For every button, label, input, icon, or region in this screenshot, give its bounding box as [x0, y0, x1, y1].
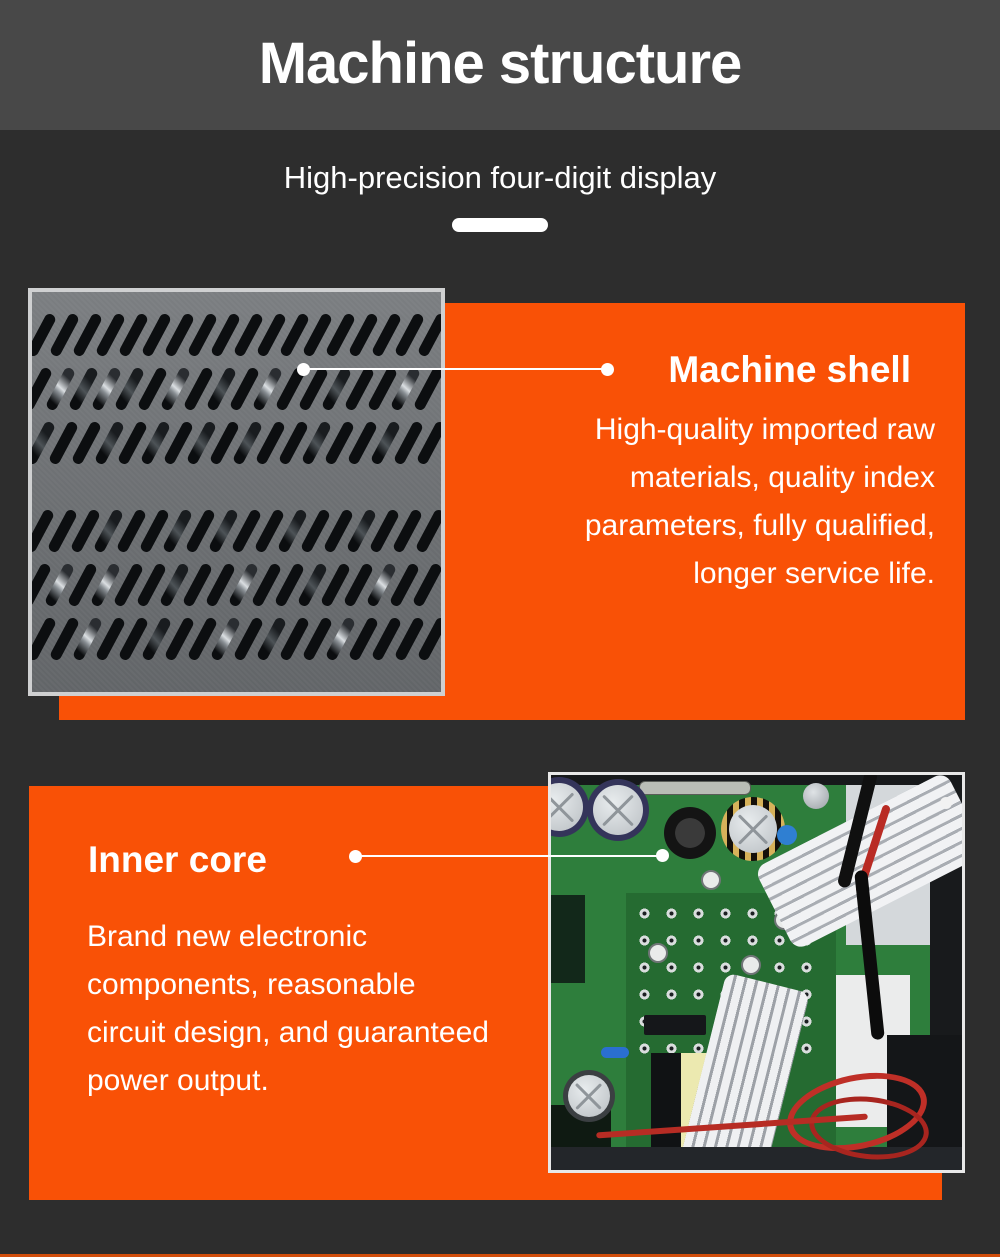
solder-pad: [693, 989, 704, 1000]
capacitor: [721, 797, 785, 861]
solder-pad: [693, 1043, 704, 1054]
solder-pad: [801, 1016, 812, 1027]
vent-row: [32, 508, 441, 554]
subtitle-underline-pill: [452, 218, 548, 232]
solder-pad: [720, 908, 731, 919]
case-top-edge: [551, 775, 962, 785]
inner-core-callout-dot-right: [656, 849, 669, 862]
solder-pad: [639, 962, 650, 973]
machine-shell-callout-dot-left: [297, 363, 310, 376]
capacitor: [563, 1070, 615, 1122]
capacitor: [551, 777, 589, 837]
solder-pad: [639, 989, 650, 1000]
transistor: [701, 870, 721, 890]
solder-pad: [666, 989, 677, 1000]
solder-pad: [801, 962, 812, 973]
capacitor: [587, 779, 649, 841]
solder-pad: [801, 1043, 812, 1054]
transistor: [741, 955, 761, 975]
description-line: components, reasonable: [87, 968, 416, 1001]
screw: [803, 783, 829, 809]
machine-shell-callout-dot-right: [601, 363, 614, 376]
capacitor-blue: [601, 1047, 629, 1058]
description-line: circuit design, and guaranteed: [87, 1016, 489, 1049]
bottom-accent-line: [0, 1254, 1000, 1257]
solder-pad: [720, 935, 731, 946]
description-line: materials, quality index: [629, 461, 935, 494]
solder-pad: [639, 908, 650, 919]
inner-core-callout-line: [355, 855, 663, 857]
solder-pad: [666, 1043, 677, 1054]
description-line: longer service life.: [693, 557, 935, 590]
page-header: Machine structure: [0, 0, 1000, 130]
machine-shell-callout-line: [303, 368, 612, 370]
vent-row: [32, 562, 441, 608]
solder-pad: [747, 935, 758, 946]
solder-pad: [639, 1043, 650, 1054]
solder-pad: [693, 908, 704, 919]
description-line: power output.: [87, 1064, 269, 1097]
description-line: High-quality imported raw: [594, 413, 935, 446]
case-bottom-edge: [551, 1147, 962, 1170]
metal-bracket: [639, 781, 751, 795]
machine-shell-description: High-quality imported raw materials, qua…: [520, 406, 935, 598]
solder-pad: [747, 908, 758, 919]
solder-pad: [720, 962, 731, 973]
capacitor-blue: [777, 825, 797, 845]
vent-row: [32, 616, 441, 662]
description-line: Brand new electronic: [87, 920, 368, 953]
inner-core-callout-dot-left: [349, 850, 362, 863]
solder-pad: [666, 908, 677, 919]
solder-pad: [693, 962, 704, 973]
inner-core-title: Inner core: [88, 839, 267, 880]
vent-row: [32, 366, 441, 412]
pcb-component: [551, 895, 585, 983]
solder-pad: [666, 962, 677, 973]
inner-core-description: Brand new electronic components, reasona…: [87, 913, 557, 1105]
vent-row: [32, 420, 441, 466]
vent-row: [32, 312, 441, 358]
ic-chip: [644, 1015, 706, 1035]
inductor: [664, 807, 716, 859]
transistor: [648, 943, 668, 963]
solder-pad: [693, 935, 704, 946]
solder-pad: [666, 935, 677, 946]
machine-shell-title: Machine shell: [668, 349, 911, 390]
machine-shell-photo: [28, 288, 445, 696]
solder-pad: [774, 935, 785, 946]
page-subtitle: High-precision four-digit display: [283, 160, 717, 195]
solder-pad: [774, 962, 785, 973]
page-title: Machine structure: [258, 31, 743, 96]
screw-highlight: [940, 797, 952, 809]
description-line: parameters, fully qualified,: [584, 509, 935, 542]
solder-pad: [639, 935, 650, 946]
circuit-board-photo: [548, 772, 965, 1173]
